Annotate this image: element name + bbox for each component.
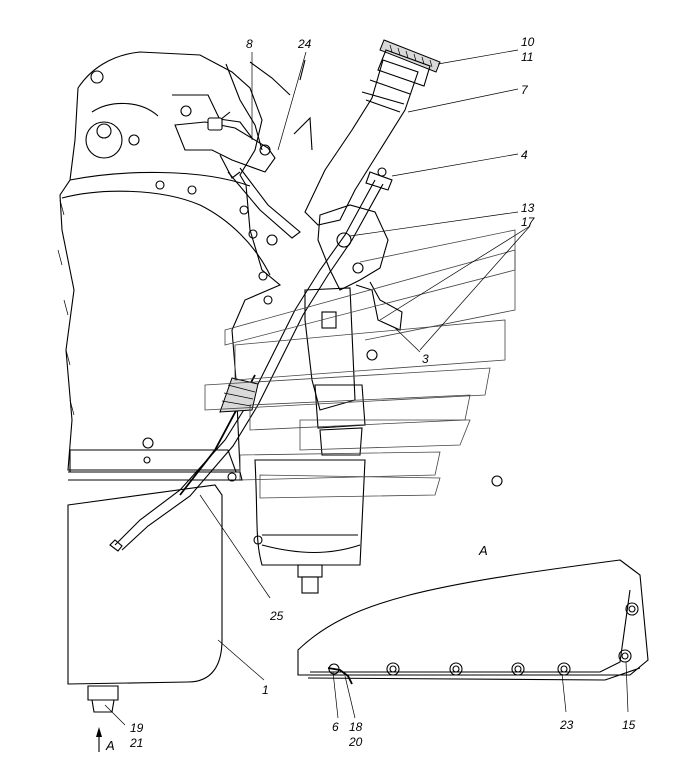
- view-a-label: A: [478, 543, 488, 558]
- callout-25: 25: [269, 609, 284, 623]
- callout-10: 10: [521, 35, 535, 49]
- callout-18: 18: [349, 720, 363, 734]
- callout-20: 20: [348, 735, 363, 749]
- oil-pan: [67, 449, 503, 713]
- callout-23: 23: [559, 718, 574, 732]
- view-a-detail: [297, 559, 649, 685]
- callout-7: 7: [521, 83, 529, 97]
- oil-filler-neck: [304, 39, 441, 226]
- callout-19: 19: [130, 721, 144, 735]
- callout-11: 11: [521, 50, 533, 64]
- callout-17: 17: [521, 215, 536, 229]
- callout-labels: 8 24 10 11 7 4 13 17 3 25 1 19 21 6 18 2…: [105, 35, 636, 753]
- callout-21: 21: [129, 736, 143, 750]
- arrow-a-label: A: [105, 738, 115, 753]
- leader-lines: [104, 49, 629, 726]
- callout-1: 1: [262, 683, 269, 697]
- outline-part: [204, 229, 516, 499]
- callout-4: 4: [521, 148, 528, 162]
- callout-6: 6: [332, 720, 339, 734]
- callout-15: 15: [622, 718, 636, 732]
- callout-13: 13: [521, 201, 535, 215]
- callout-24: 24: [297, 37, 312, 51]
- callout-3: 3: [422, 352, 429, 366]
- oil-filter-assembly: [254, 204, 403, 594]
- engine-block: [57, 51, 282, 471]
- upper-manifold: [174, 59, 313, 239]
- view-arrow: [96, 727, 102, 752]
- callout-8: 8: [246, 37, 253, 51]
